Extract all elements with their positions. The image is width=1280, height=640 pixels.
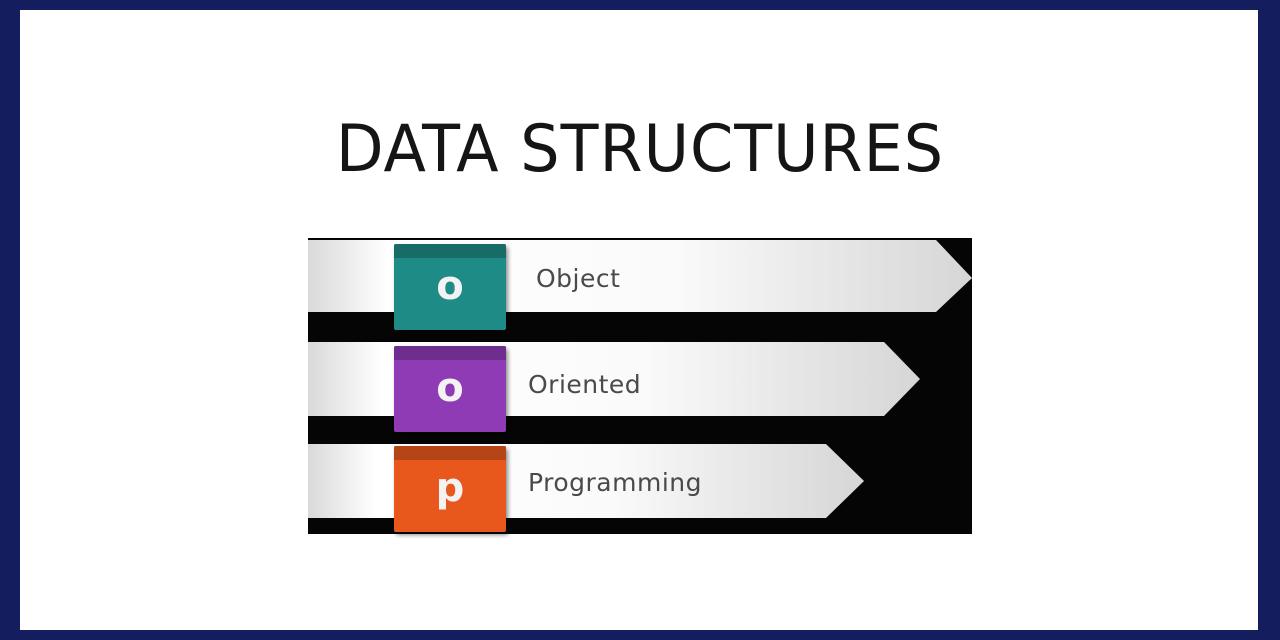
oriented-letter: o <box>436 365 464 411</box>
programming-letter: p <box>435 465 465 511</box>
object-letter: o <box>436 263 464 309</box>
oop-diagram: o Object o Oriented <box>308 238 972 534</box>
programming-label: Programming <box>528 468 702 497</box>
object-label: Object <box>536 264 621 293</box>
oriented-label: Oriented <box>528 370 642 399</box>
oriented-letter-tile: o <box>394 346 506 432</box>
programming-letter-tile: p <box>394 446 506 532</box>
object-letter-tile: o <box>394 244 506 330</box>
page-title: DATA STRUCTURES <box>335 110 945 187</box>
